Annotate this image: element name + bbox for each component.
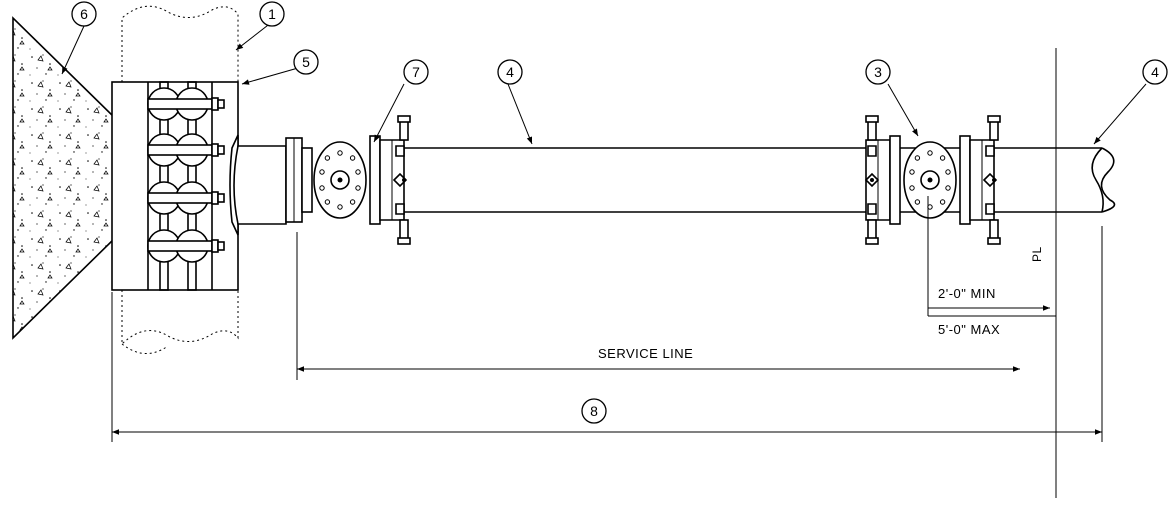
callout-number: 6 xyxy=(80,6,88,22)
saddle-nut xyxy=(211,143,219,157)
service-pipe xyxy=(398,147,1116,213)
main-pipe xyxy=(121,5,239,354)
min-distance-label: 2'-0" MIN xyxy=(938,286,996,301)
callout-number: 5 xyxy=(302,54,310,70)
callout-7: 7 xyxy=(403,59,429,85)
saddle-nut xyxy=(211,97,219,111)
callout-number: 3 xyxy=(874,64,882,80)
callout-1: 1 xyxy=(259,1,285,27)
property-line-symbol: PL xyxy=(1030,246,1044,262)
saddle-bolt xyxy=(147,192,213,204)
callout-5: 5 xyxy=(293,49,319,75)
callout-number: 1 xyxy=(268,6,276,22)
saddle-nut xyxy=(211,239,219,253)
saddle-nut xyxy=(211,191,219,205)
curb-valve xyxy=(864,115,1001,245)
concrete-thrust-block xyxy=(12,16,116,340)
callout-number: 7 xyxy=(412,64,420,80)
callout-4: 4 xyxy=(1142,59,1168,85)
saddle-nut xyxy=(217,145,225,155)
property-line: PL xyxy=(1030,48,1057,498)
max-distance-label: 5'-0" MAX xyxy=(938,322,1000,337)
saddle-bolt xyxy=(147,98,213,110)
callout-3: 3 xyxy=(865,59,891,85)
saddle-nut xyxy=(217,99,225,109)
tapping-saddle xyxy=(111,81,241,291)
service-line-label: SERVICE LINE xyxy=(598,346,693,361)
callout-number: 4 xyxy=(506,64,514,80)
extension-lines xyxy=(111,196,1103,442)
dimension-lines xyxy=(112,305,1102,435)
saddle-bolt xyxy=(147,240,213,252)
corporation-valve xyxy=(313,115,411,245)
callout-8: 8 xyxy=(581,398,607,424)
saddle-bolt xyxy=(147,144,213,156)
callout-6: 6 xyxy=(71,1,97,27)
callout-leaders xyxy=(61,21,1147,145)
saddle-nut xyxy=(217,241,225,251)
callout-number: 4 xyxy=(1151,64,1159,80)
outlet-nozzle xyxy=(233,137,313,225)
saddle-nut xyxy=(217,193,225,203)
callout-8-number: 8 xyxy=(590,403,598,419)
callout-4: 4 xyxy=(497,59,523,85)
